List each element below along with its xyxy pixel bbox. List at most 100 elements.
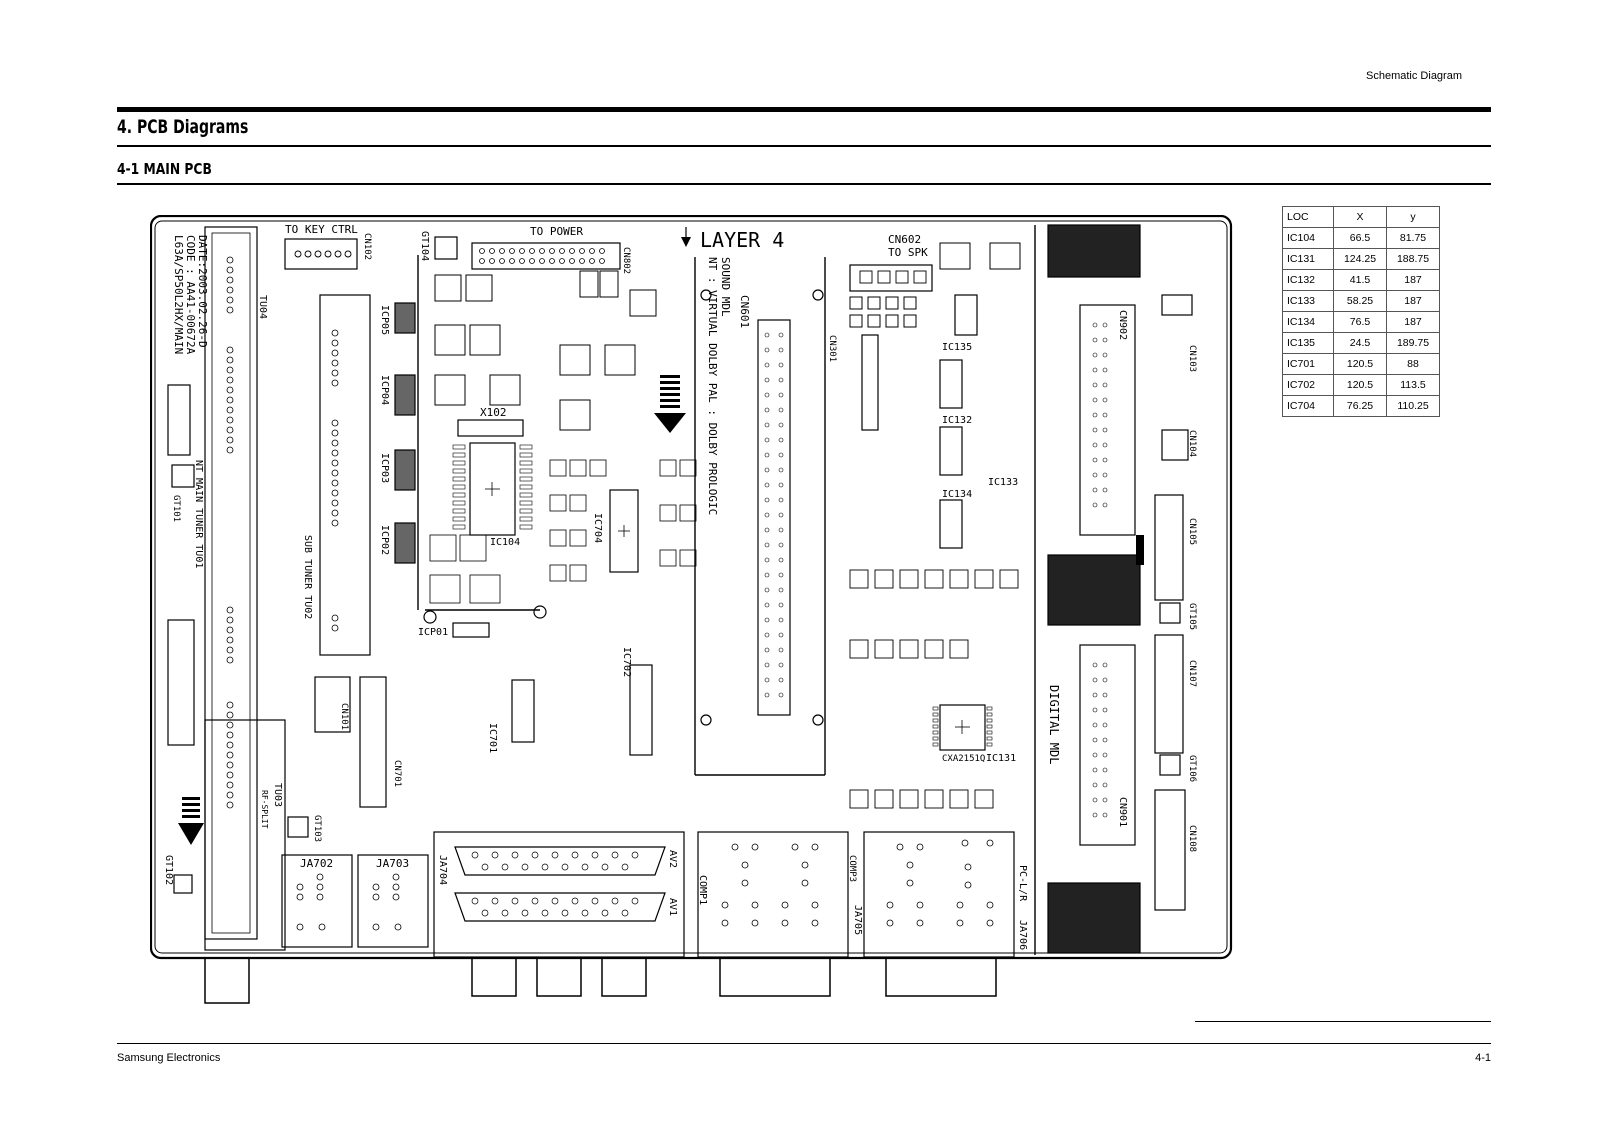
tuner-tu03-outline [204, 719, 286, 951]
cell-x: 120.5 [1333, 374, 1387, 396]
label-ic104: IC104 [490, 537, 520, 548]
scart-av1 [454, 892, 666, 922]
tu01-pin-labels [226, 256, 234, 809]
cell-x: 76.25 [1333, 395, 1387, 417]
label-cn602: CN602 [888, 233, 921, 246]
label-cxa: CXA2151Q [942, 754, 985, 764]
sound-section-components [429, 459, 697, 604]
connector-cn701 [359, 676, 387, 808]
ic104-pins [452, 444, 533, 530]
label-cn902: CN902 [1117, 310, 1128, 340]
label-ja703: JA703 [376, 857, 409, 870]
label-cn802: CN802 [621, 247, 631, 274]
cell-y: 81.75 [1386, 227, 1440, 249]
connector-cn301 [861, 334, 879, 431]
label-cn108: CN108 [1187, 825, 1197, 852]
heatsink-mid [1047, 554, 1141, 626]
hatch-arrow-left [178, 797, 204, 845]
label-sound-mdl: SOUND MDL [719, 257, 732, 317]
label-cn301: CN301 [827, 335, 837, 362]
label-cn901: CN901 [1117, 797, 1128, 827]
label-cn102: CN102 [362, 233, 372, 260]
mounting-hole-sound-3 [812, 289, 824, 301]
cn602-pins [859, 270, 927, 284]
cell-loc: IC704 [1282, 395, 1334, 417]
label-model-code: L63A/SP50L2HX/MAIN [172, 235, 185, 354]
cell-x: 120.5 [1333, 353, 1387, 375]
label-icp03: ICP03 [379, 453, 390, 483]
label-gt105: GT105 [1187, 603, 1197, 630]
cn902-pins [1092, 322, 1108, 818]
tuner-tu04-inner [211, 232, 251, 934]
label-ic704: IC704 [592, 513, 603, 543]
label-ja704: JA704 [437, 855, 448, 885]
footer-company: Samsung Electronics [117, 1052, 221, 1064]
video-section-components [849, 569, 1019, 809]
col-y: y [1386, 206, 1440, 228]
title-rule [117, 145, 1491, 147]
connector-cn901 [1079, 644, 1136, 846]
tu02-pin-labels [331, 329, 339, 632]
label-ic701: IC701 [487, 723, 498, 753]
cell-x: 58.25 [1333, 290, 1387, 312]
cell-y: 189.75 [1386, 332, 1440, 354]
ic702-body [629, 664, 653, 756]
cell-x: 124.25 [1333, 248, 1387, 270]
label-code: CODE : AA41-00672A [184, 235, 197, 355]
connector-cn103 [1161, 294, 1193, 316]
cell-loc: IC701 [1282, 353, 1334, 375]
cell-loc: IC132 [1282, 269, 1334, 291]
cell-y: 113.5 [1386, 374, 1440, 396]
cell-y: 188.75 [1386, 248, 1440, 270]
cell-loc: IC133 [1282, 290, 1334, 312]
col-loc: LOC [1282, 206, 1334, 228]
label-to-spk: TO SPK [888, 246, 928, 259]
label-gt106: GT106 [1187, 755, 1197, 782]
label-ic132: IC132 [942, 415, 972, 426]
label-to-power: TO POWER [530, 225, 583, 238]
scart-pins [471, 851, 639, 917]
label-cn105: CN105 [1187, 518, 1197, 545]
comp1-pins [721, 843, 819, 927]
connector-cn102 [284, 238, 358, 270]
cell-loc: IC135 [1282, 332, 1334, 354]
page-title: 4. PCB Diagrams [117, 116, 249, 138]
cell-x: 41.5 [1333, 269, 1387, 291]
svideo-pins [296, 873, 402, 931]
footer-rule [117, 1043, 1491, 1044]
cn601-pins [764, 332, 784, 698]
label-virtual-dolby: NT : VIRTUAL DOLBY PAL : DOLBY PROLOGIC [706, 257, 719, 515]
label-cn601: CN601 [738, 295, 751, 328]
gt106-pad [1159, 754, 1181, 776]
section-rule [117, 183, 1491, 185]
crystal-x102 [457, 419, 524, 437]
connector-cn109 [167, 619, 195, 746]
ic131-body [939, 704, 986, 751]
cell-y: 88 [1386, 353, 1440, 375]
cell-loc: IC702 [1282, 374, 1334, 396]
mounting-hole-sound-4 [812, 714, 824, 726]
cell-y: 187 [1386, 290, 1440, 312]
label-icp02: ICP02 [379, 525, 390, 555]
connector-cn108 [1154, 789, 1186, 911]
cell-loc: IC104 [1282, 227, 1334, 249]
label-icp01: ICP01 [418, 627, 448, 638]
heatsink-top [1047, 224, 1141, 278]
section-title: 4-1 MAIN PCB [117, 160, 212, 178]
av-jack-3 [601, 957, 647, 997]
label-cn107: CN107 [1187, 660, 1197, 687]
header-label: Schematic Diagram [1366, 70, 1462, 82]
av-jack-2 [536, 957, 582, 997]
label-rf-split: RF-SPLIT [260, 790, 269, 829]
label-nt-main-tuner: NT MAIN TUNER TU01 [193, 460, 204, 568]
gt105-pad [1159, 602, 1181, 624]
mounting-hole-sound-2 [700, 714, 712, 726]
power-capacitors [434, 270, 657, 431]
tuner-tu04-outline [204, 226, 258, 940]
